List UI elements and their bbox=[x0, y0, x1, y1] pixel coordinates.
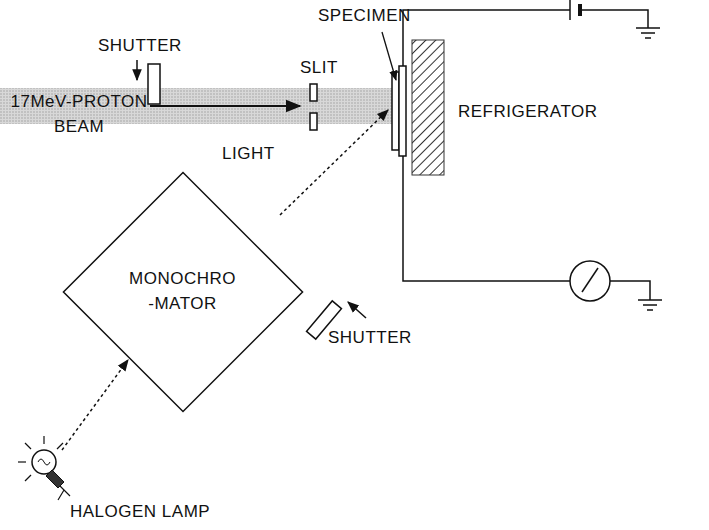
meter-needle bbox=[582, 268, 598, 292]
part-label-box: SHUTTER bbox=[98, 34, 182, 59]
part-label: SHUTTER bbox=[328, 326, 412, 351]
leader-line bbox=[382, 32, 396, 80]
part-label-box: SLIT bbox=[300, 56, 338, 81]
part-label: SHUTTER bbox=[98, 34, 182, 59]
beam-arrow bbox=[150, 105, 300, 107]
battery-symbol bbox=[578, 4, 582, 16]
ground-symbol bbox=[638, 299, 662, 301]
slit-jaw bbox=[310, 113, 317, 130]
diamond-outline bbox=[61, 170, 305, 414]
shutter-arrow bbox=[348, 302, 366, 318]
node-text: MONOCHRO -MATOR bbox=[127, 267, 239, 316]
ground-symbol bbox=[643, 304, 657, 306]
shutter-plate bbox=[148, 64, 160, 104]
light-path bbox=[62, 360, 128, 450]
light-path bbox=[280, 110, 388, 215]
specimen-plate bbox=[392, 72, 399, 150]
ground-symbol bbox=[636, 27, 660, 29]
beam-label: 17MeV-PROTON BEAM bbox=[4, 90, 154, 139]
battery-symbol bbox=[569, 0, 571, 20]
slit-jaw bbox=[310, 84, 317, 101]
beam-label-box: 17MeV-PROTON BEAM bbox=[4, 90, 154, 139]
shutter-arrow bbox=[136, 60, 138, 80]
refrigerator-block bbox=[412, 40, 444, 175]
part-label-box: SPECIMEN bbox=[318, 4, 411, 29]
lamp-icon bbox=[18, 436, 70, 500]
part-label: REFRIGERATOR bbox=[458, 100, 598, 125]
wire bbox=[582, 10, 648, 28]
part-label: SPECIMEN bbox=[318, 4, 411, 29]
wire bbox=[403, 156, 570, 281]
meter-symbol bbox=[570, 261, 610, 301]
ground-symbol bbox=[641, 32, 655, 34]
part-label-box: REFRIGERATOR bbox=[458, 100, 598, 125]
part-label-box: SHUTTER bbox=[328, 326, 412, 351]
part-label: SLIT bbox=[300, 56, 338, 81]
specimen-holder bbox=[399, 66, 406, 156]
node-text-wrap: MONOCHRO -MATOR bbox=[127, 267, 239, 316]
wire bbox=[403, 10, 570, 66]
part-label-box: LIGHT bbox=[222, 142, 275, 167]
part-label: LIGHT bbox=[222, 142, 275, 167]
part-label-box: HALOGEN LAMP bbox=[70, 500, 210, 525]
wire bbox=[610, 281, 650, 300]
ground-symbol bbox=[645, 37, 651, 39]
monochromator-diamond: MONOCHRO -MATOR bbox=[61, 170, 305, 414]
ground-symbol bbox=[647, 309, 653, 311]
part-label: HALOGEN LAMP bbox=[70, 500, 210, 525]
